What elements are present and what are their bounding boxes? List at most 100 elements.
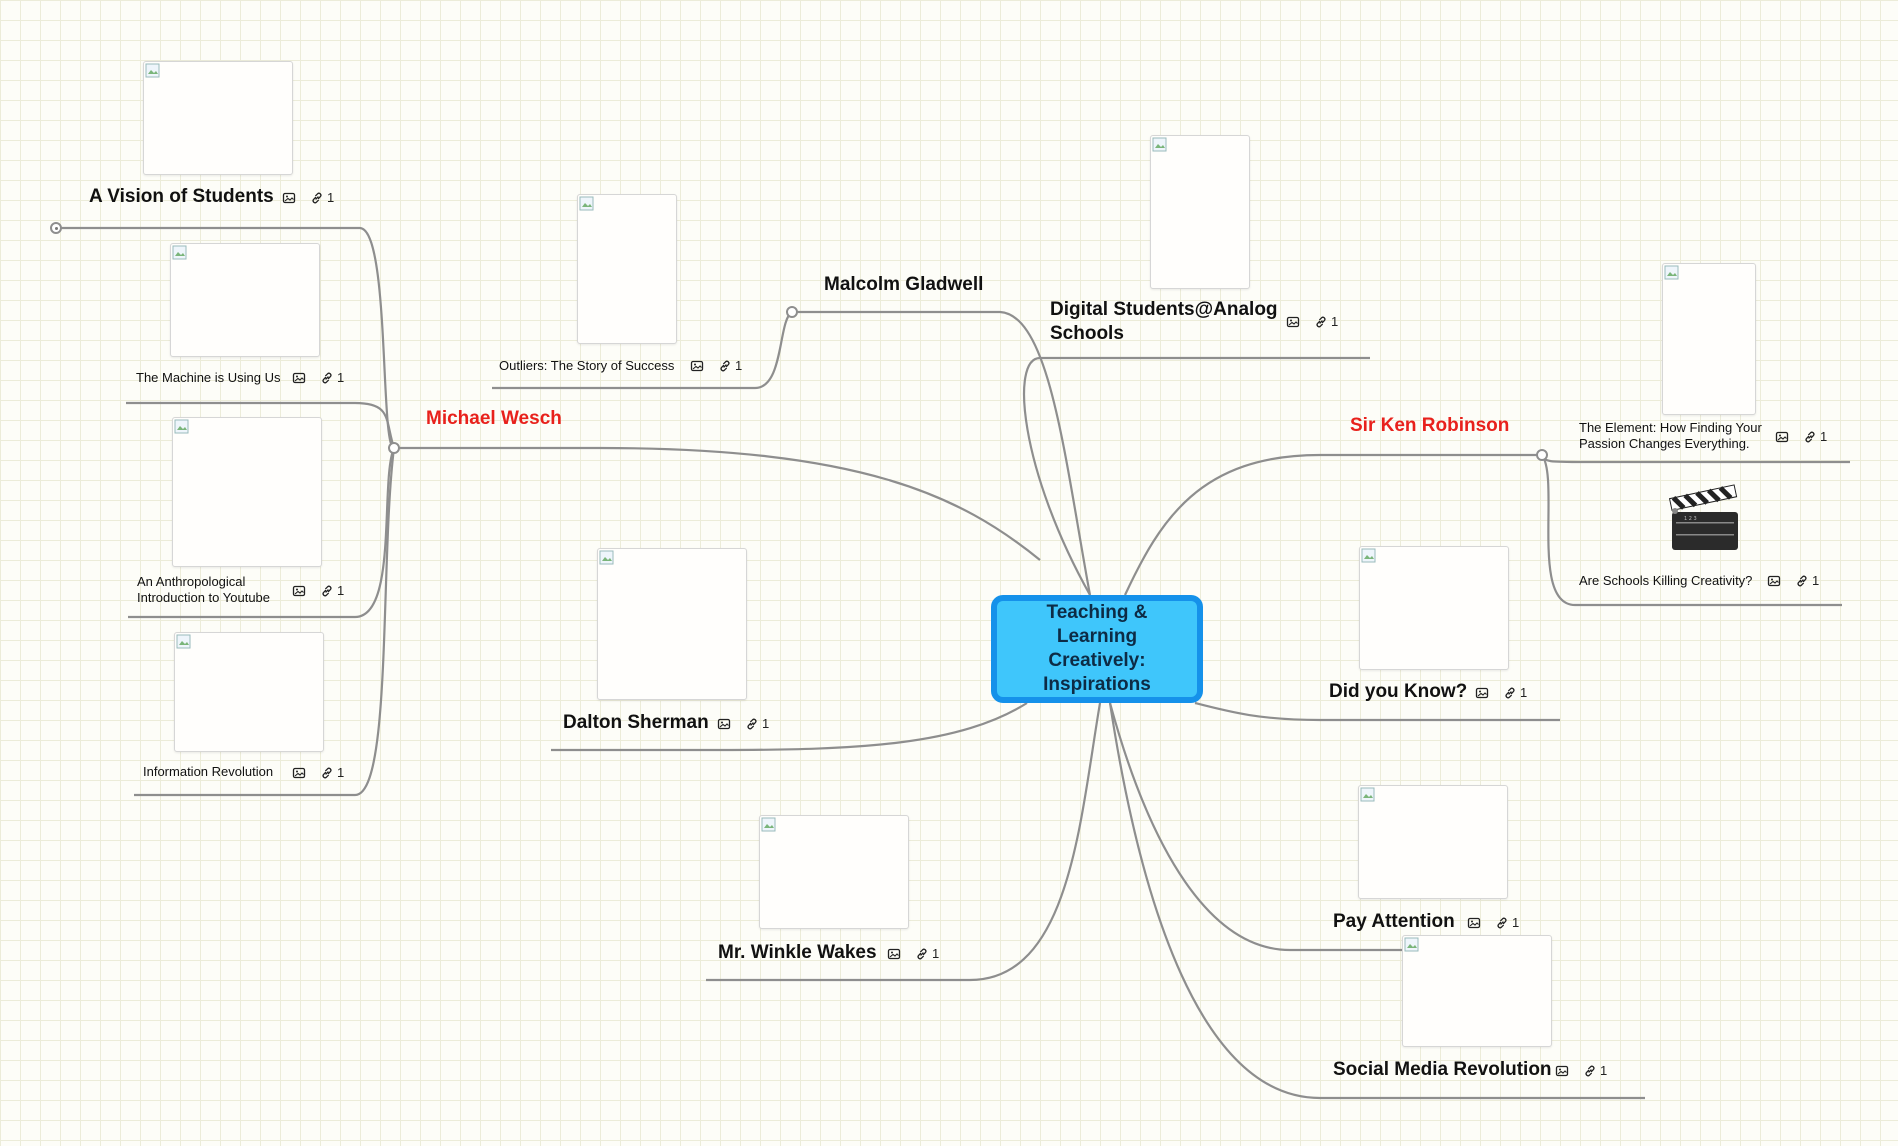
link-icon — [1805, 431, 1815, 442]
connector — [792, 310, 1092, 596]
topic-social-media-revolution[interactable]: Social Media Revolution — [1333, 1059, 1552, 1081]
link-count-value: 1 — [1512, 915, 1520, 930]
link-icon — [720, 360, 730, 371]
image-thumbnail[interactable] — [174, 632, 324, 752]
image-thumbnail[interactable] — [172, 417, 322, 567]
collapse-handle[interactable] — [1536, 449, 1548, 461]
link-count[interactable]: 1 — [320, 583, 344, 598]
topic-meta: 1 — [1467, 915, 1519, 930]
topic-outliers[interactable]: Outliers: The Story of Success — [499, 357, 674, 375]
link-count[interactable]: 1 — [1503, 685, 1527, 700]
collapse-handle[interactable] — [388, 442, 400, 454]
topic-label: Michael Wesch — [426, 408, 562, 429]
image-thumbnail[interactable] — [1358, 785, 1508, 899]
connector — [492, 311, 793, 390]
link-count-value: 1 — [1520, 685, 1528, 700]
link-count[interactable]: 1 — [1803, 429, 1827, 444]
image-icon[interactable] — [690, 359, 704, 373]
link-count[interactable]: 1 — [1495, 915, 1519, 930]
link-count[interactable]: 1 — [320, 370, 344, 385]
link-count-value: 1 — [327, 190, 335, 205]
image-icon[interactable] — [1767, 574, 1781, 588]
link-count-value: 1 — [932, 946, 940, 961]
link-icon — [1505, 687, 1515, 698]
image-icon[interactable] — [292, 371, 306, 385]
image-icon[interactable] — [292, 766, 306, 780]
topic-sir-ken-robinson[interactable]: Sir Ken Robinson — [1350, 415, 1509, 437]
image-icon[interactable] — [1775, 430, 1789, 444]
link-count-value: 1 — [1812, 573, 1820, 588]
topic-meta: 1 — [292, 765, 344, 780]
connector — [126, 401, 396, 449]
link-count[interactable]: 1 — [745, 716, 769, 731]
clapperboard-icon: 1 2 3 — [1668, 484, 1738, 550]
topic-the-machine-is-using-us[interactable]: The Machine is Using Us — [136, 369, 281, 387]
connector — [551, 702, 1028, 752]
connector — [1022, 356, 1370, 596]
image-icon[interactable] — [1555, 1064, 1569, 1078]
image-thumbnail[interactable] — [577, 194, 677, 344]
topic-meta: 1 — [1475, 685, 1527, 700]
link-icon — [747, 718, 757, 729]
link-count[interactable]: 1 — [1314, 314, 1338, 329]
link-count[interactable]: 1 — [310, 190, 334, 205]
image-icon[interactable] — [282, 191, 296, 205]
topic-mr-winkle-wakes[interactable]: Mr. Winkle Wakes — [718, 942, 877, 964]
image-thumbnail[interactable] — [1359, 546, 1509, 670]
topic-meta: 1 — [887, 946, 939, 961]
topic-label: Are Schools Killing Creativity? — [1579, 573, 1753, 588]
topic-an-anthropological-introduction-to-youtube[interactable]: An Anthropological Introduction to Youtu… — [137, 574, 270, 606]
topic-label-line2: Schools — [1050, 323, 1124, 344]
link-count[interactable]: 1 — [718, 358, 742, 373]
topic-did-you-know[interactable]: Did you Know? — [1329, 681, 1467, 703]
topic-the-element[interactable]: The Element: How Finding Your Passion Ch… — [1579, 420, 1762, 452]
link-count-value: 1 — [1600, 1063, 1608, 1078]
link-icon — [322, 767, 332, 778]
link-icon — [322, 585, 332, 596]
image-icon[interactable] — [1467, 916, 1481, 930]
link-icon — [1797, 575, 1807, 586]
topic-dalton-sherman[interactable]: Dalton Sherman — [563, 712, 709, 734]
topic-digital-students-analog-schools[interactable]: Digital Students@Analog Schools — [1050, 298, 1278, 346]
link-icon — [312, 192, 322, 203]
image-icon[interactable] — [292, 584, 306, 598]
image-thumbnail[interactable] — [143, 61, 293, 175]
link-count[interactable]: 1 — [1795, 573, 1819, 588]
topic-label: Information Revolution — [143, 764, 274, 779]
link-count[interactable]: 1 — [1583, 1063, 1607, 1078]
connector — [1108, 702, 1550, 952]
link-count[interactable]: 1 — [320, 765, 344, 780]
image-icon[interactable] — [1475, 686, 1489, 700]
image-thumbnail[interactable] — [1662, 263, 1756, 415]
collapse-handle[interactable] — [786, 306, 798, 318]
topic-meta: 1 — [292, 370, 344, 385]
central-topic[interactable]: Teaching & Learning Creatively: Inspirat… — [991, 595, 1203, 703]
topic-label: Pay Attention — [1333, 911, 1455, 932]
image-thumbnail[interactable] — [1150, 135, 1250, 289]
image-icon[interactable] — [1286, 315, 1300, 329]
topic-a-vision-of-students[interactable]: A Vision of Students — [89, 186, 274, 208]
link-count[interactable]: 1 — [915, 946, 939, 961]
image-thumbnail[interactable] — [170, 243, 320, 357]
topic-meta: 1 — [1767, 573, 1819, 588]
topic-meta: 1 — [292, 583, 344, 598]
image-icon[interactable] — [717, 717, 731, 731]
topic-are-schools-killing-creativity[interactable]: Are Schools Killing Creativity? — [1579, 572, 1752, 590]
image-icon[interactable] — [887, 947, 901, 961]
connector — [706, 702, 1102, 982]
topic-michael-wesch[interactable]: Michael Wesch — [426, 408, 562, 430]
link-count-value: 1 — [762, 716, 770, 731]
topic-malcolm-gladwell[interactable]: Malcolm Gladwell — [824, 274, 983, 296]
image-thumbnail[interactable] — [1402, 935, 1552, 1047]
connector — [56, 226, 396, 450]
image-thumbnail[interactable] — [597, 548, 747, 700]
topic-label-line2: Passion Changes Everything. — [1579, 436, 1750, 451]
topic-information-revolution[interactable]: Information Revolution — [143, 763, 273, 781]
image-thumbnail[interactable] — [759, 815, 909, 929]
link-count-value: 1 — [1820, 429, 1828, 444]
link-icon — [917, 948, 927, 959]
collapse-handle[interactable] — [50, 222, 62, 234]
topic-pay-attention[interactable]: Pay Attention — [1333, 911, 1455, 933]
